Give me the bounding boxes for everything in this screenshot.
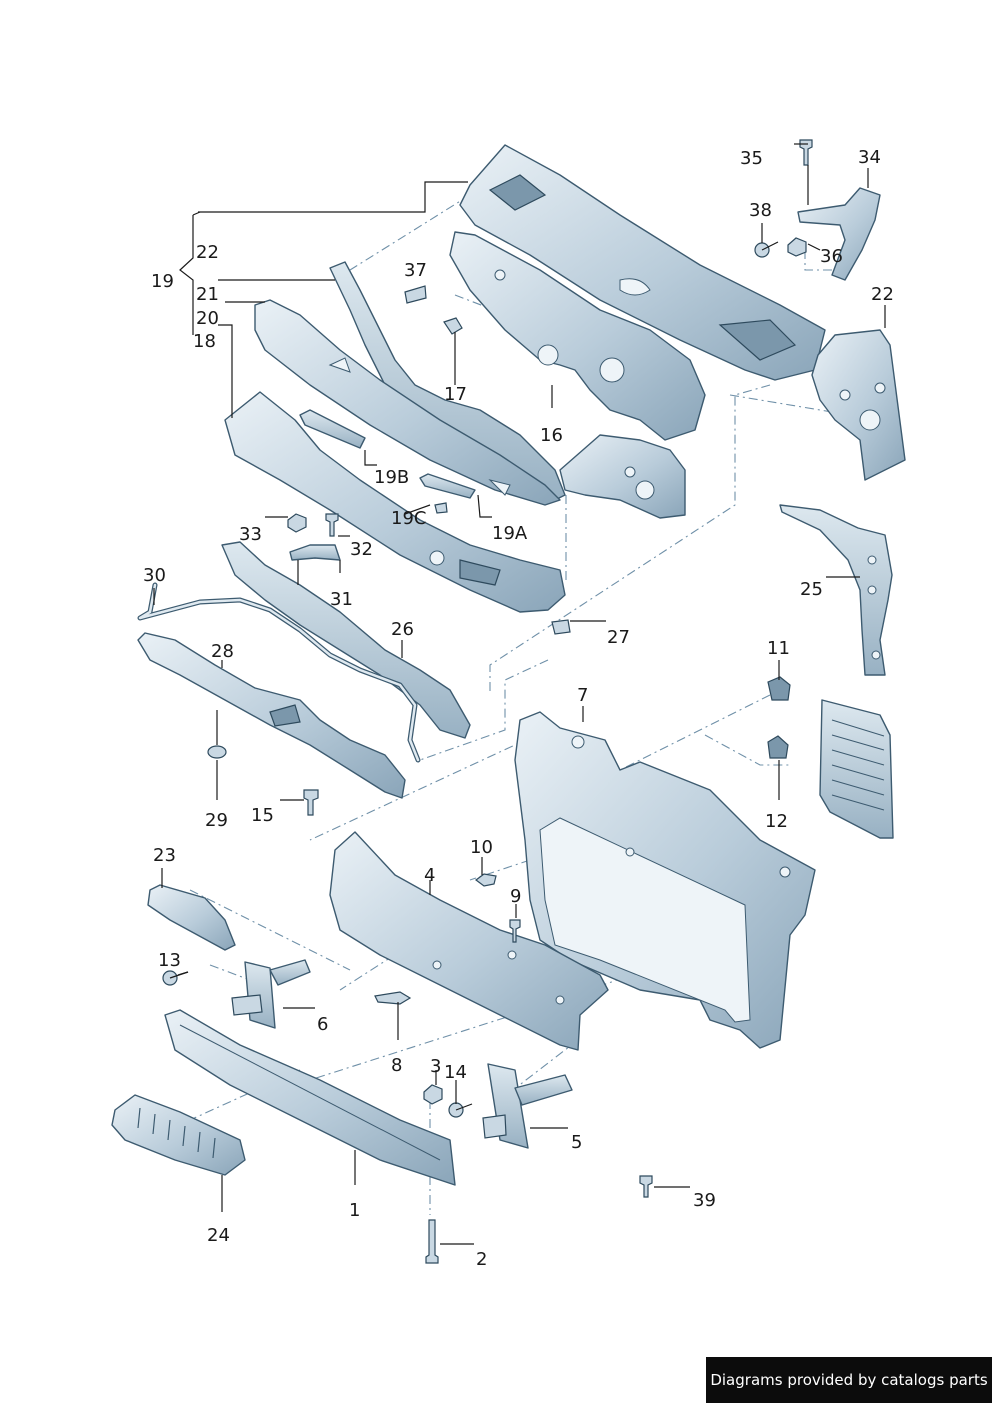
curved-bracket-25 — [779, 504, 893, 676]
callout-11: 11 — [767, 638, 790, 659]
callout-8: 8 — [391, 1055, 402, 1076]
sound-insulation-16 — [449, 231, 706, 441]
crash-box-5 — [482, 1063, 573, 1149]
callout-35: 35 — [740, 148, 763, 169]
plenum-upper-panel — [459, 144, 826, 381]
credit-text: Diagrams provided by catalogs parts — [710, 1371, 988, 1389]
cover-28 — [137, 632, 406, 799]
bolt-39 — [639, 1175, 653, 1198]
callout-14: 14 — [444, 1062, 467, 1083]
callout-38: 38 — [749, 200, 772, 221]
callout-22-right: 22 — [871, 284, 894, 305]
bracket-19a — [419, 473, 476, 499]
radiator-grille — [819, 699, 894, 839]
cover-23 — [147, 884, 236, 951]
callout-25: 25 — [800, 579, 823, 600]
screw-14 — [448, 1102, 473, 1118]
buffer-12 — [767, 735, 789, 759]
crash-box-6 — [231, 959, 311, 1029]
callout-19a: 19A — [492, 523, 528, 544]
callout-32: 32 — [350, 539, 373, 560]
callout-26: 26 — [391, 619, 414, 640]
callout-19b: 19B — [374, 467, 409, 488]
callout-7: 7 — [577, 685, 588, 706]
side-bracket-22 — [811, 329, 906, 481]
callout-19: 19 — [151, 271, 174, 292]
callout-36: 36 — [820, 246, 843, 267]
nut-33 — [287, 513, 307, 533]
callout-28: 28 — [211, 641, 234, 662]
callout-18: 18 — [193, 331, 216, 352]
bolt-15 — [303, 789, 319, 816]
screw-32 — [325, 513, 339, 537]
lock-carrier-7 — [514, 711, 816, 1049]
callout-labels: 1 2 3 4 5 6 7 8 9 10 11 12 13 14 15 16 1… — [143, 147, 894, 1270]
callout-10: 10 — [470, 837, 493, 858]
bolt-27 — [551, 619, 571, 635]
clip-8 — [374, 991, 412, 1005]
callout-3: 3 — [430, 1056, 441, 1077]
screw-9 — [509, 919, 521, 943]
seal-26 — [221, 541, 471, 739]
sound-insulation-lower — [559, 434, 686, 519]
callout-9: 9 — [510, 886, 521, 907]
callout-4: 4 — [424, 865, 435, 886]
nut-36 — [787, 237, 807, 257]
cable-30 — [137, 582, 421, 763]
callout-17: 17 — [444, 384, 467, 405]
callout-27: 27 — [607, 627, 630, 648]
buffer-11 — [767, 676, 791, 701]
callout-33: 33 — [239, 524, 262, 545]
screw-38 — [754, 241, 779, 258]
callout-20: 20 — [196, 308, 219, 329]
bracket-19b — [299, 409, 366, 449]
absorber-24 — [111, 1094, 246, 1176]
callout-22-left: 22 — [196, 242, 219, 263]
callout-6: 6 — [317, 1014, 328, 1035]
callout-39: 39 — [693, 1190, 716, 1211]
bracket-34 — [797, 187, 881, 281]
clip-29 — [207, 745, 227, 759]
callout-24: 24 — [207, 1225, 230, 1246]
nut-3 — [423, 1084, 443, 1105]
callout-2: 2 — [476, 1249, 487, 1270]
callout-13: 13 — [158, 950, 181, 971]
callout-16: 16 — [540, 425, 563, 446]
water-deflector-18 — [224, 391, 566, 613]
bumper-beam-1 — [164, 1009, 456, 1186]
credit-banner: Diagrams provided by catalogs parts — [706, 1357, 992, 1403]
clip-19c — [434, 502, 448, 514]
leader-lines — [153, 143, 886, 1245]
callout-5: 5 — [571, 1132, 582, 1153]
callout-31: 31 — [330, 589, 353, 610]
callout-15: 15 — [251, 805, 274, 826]
callout-19c: 19C — [391, 508, 426, 529]
clip-37 — [404, 285, 427, 304]
screw-17 — [443, 317, 463, 378]
callout-12: 12 — [765, 811, 788, 832]
callout-29: 29 — [205, 810, 228, 831]
clip-31 — [289, 544, 341, 561]
carrier-4 — [329, 831, 609, 1051]
callout-23: 23 — [153, 845, 176, 866]
callout-21: 21 — [196, 284, 219, 305]
screw-10 — [475, 873, 497, 887]
callout-34: 34 — [858, 147, 881, 168]
callout-37: 37 — [404, 260, 427, 281]
bolt-2 — [425, 1219, 439, 1264]
callout-1: 1 — [349, 1200, 360, 1221]
callout-30: 30 — [143, 565, 166, 586]
plenum-tray-20 — [254, 299, 561, 506]
